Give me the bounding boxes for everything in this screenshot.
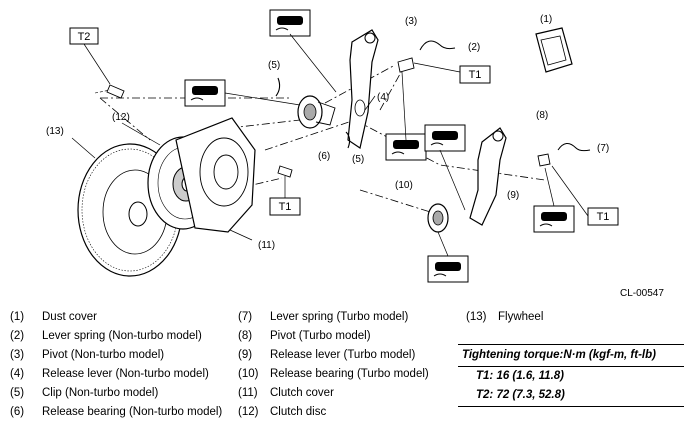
lever-spring-non-turbo xyxy=(419,40,456,51)
clutch-cover xyxy=(175,117,256,233)
torque-rule-top xyxy=(458,344,684,345)
torque-t1: T1: 16 (1.6, 11.8) xyxy=(476,370,564,382)
callout-4: (4) xyxy=(377,92,389,103)
release-lever-turbo xyxy=(469,127,507,226)
torque-box-t1-pivot: T1 xyxy=(459,65,491,84)
callout-7: (7) xyxy=(597,143,609,154)
cover-bolt xyxy=(277,165,293,178)
torque-box-leaders xyxy=(83,43,589,217)
grease-symbol-5 xyxy=(533,205,575,233)
clip-non-turbo xyxy=(275,77,351,149)
grease-symbol-4 xyxy=(424,124,466,152)
torque-box-t2: T2 xyxy=(69,27,99,45)
callout-12: (12) xyxy=(112,112,130,123)
callout-6: (6) xyxy=(318,151,330,162)
diagram-code: CL-00547 xyxy=(620,288,664,299)
callout-13: (13) xyxy=(46,126,64,137)
flywheel-bolt xyxy=(94,84,125,99)
grease-symbol-2 xyxy=(184,79,226,107)
svg-text:T2: T2 xyxy=(78,31,91,43)
callout-9: (9) xyxy=(507,190,519,201)
release-bearing-non-turbo xyxy=(297,95,336,129)
release-bearing-turbo xyxy=(427,203,449,233)
callout-2: (2) xyxy=(468,42,480,53)
callout-8: (8) xyxy=(536,110,548,121)
leader-lines xyxy=(71,33,555,257)
clutch-exploded-diagram: T2 T1 T1 T1 (1) (2) (3) (4) (5) (5) (6) … xyxy=(46,9,619,283)
svg-text:T1: T1 xyxy=(279,201,292,213)
release-lever-non-turbo xyxy=(347,29,379,149)
pivot-turbo xyxy=(537,153,551,167)
grease-symbol-1 xyxy=(269,9,311,37)
callout-3: (3) xyxy=(405,16,417,27)
svg-text:T1: T1 xyxy=(469,69,482,81)
dust-cover xyxy=(535,27,573,73)
lever-spring-turbo xyxy=(557,143,591,152)
callout-10: (10) xyxy=(395,180,413,191)
torque-header: Tightening torque:N·m (kgf-m, ft-lb) xyxy=(462,349,656,361)
callout-5a: (5) xyxy=(268,60,280,71)
callout-11: (11) xyxy=(258,240,275,251)
callout-labels: (1) (2) (3) (4) (5) (5) (6) (7) (8) (9) … xyxy=(46,14,609,251)
torque-rule-mid xyxy=(458,366,684,367)
callout-1: (1) xyxy=(540,14,552,25)
torque-t2: T2: 72 (7.3, 52.8) xyxy=(476,389,565,401)
torque-rule-bottom xyxy=(458,406,684,407)
torque-box-t1-cover: T1 xyxy=(269,197,301,216)
callout-5b: (5) xyxy=(352,154,364,165)
torque-box-t1-turbo: T1 xyxy=(587,207,619,226)
pivot-non-turbo xyxy=(397,57,461,73)
grease-symbol-6 xyxy=(427,255,469,283)
svg-text:T1: T1 xyxy=(597,211,610,223)
